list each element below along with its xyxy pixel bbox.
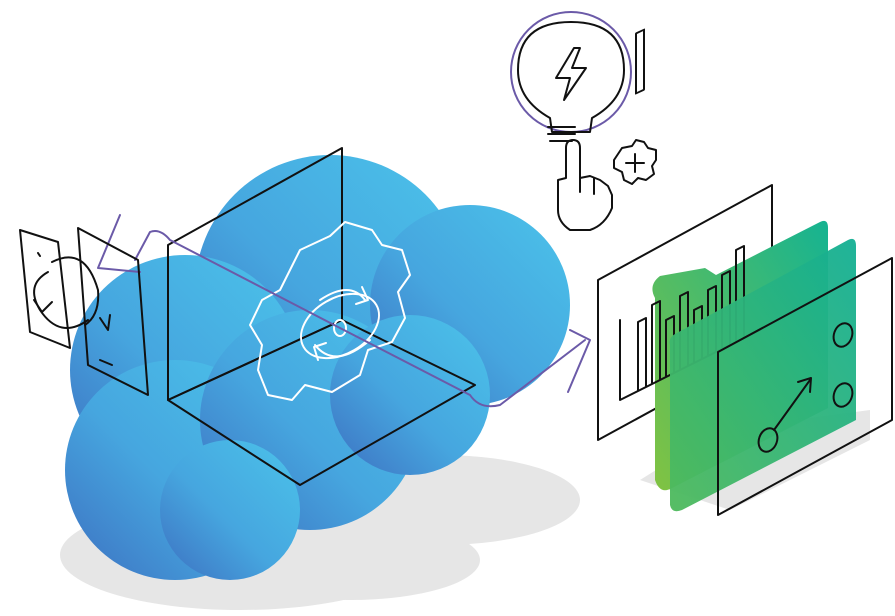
hand-pointer-icon: [557, 139, 613, 231]
gear-icon: [249, 221, 411, 401]
green-panel-front: [669, 238, 856, 512]
lightning-bolt-icon: [555, 47, 587, 101]
lightbulb-icon: [510, 11, 632, 142]
network-graph-panel: [717, 257, 893, 516]
small-gear-plus-icon: [613, 139, 657, 185]
flow-arrow: [97, 214, 591, 408]
sync-arrows-icon: [33, 256, 111, 331]
network-graph-icon: [757, 322, 854, 453]
tablet-devices-icon: [19, 227, 149, 396]
